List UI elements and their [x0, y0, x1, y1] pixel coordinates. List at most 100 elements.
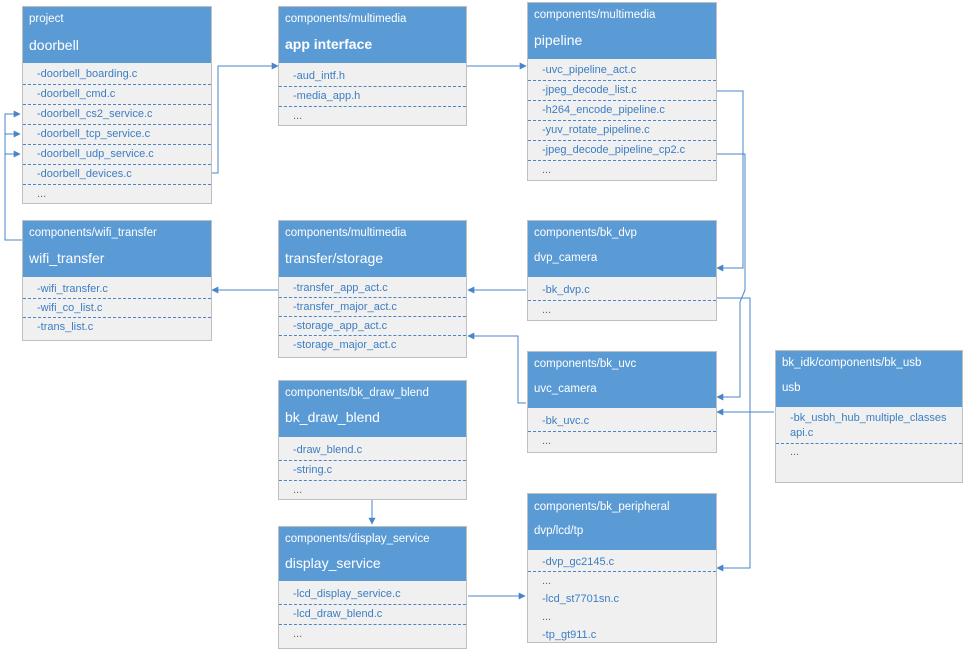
file-item: -uvc_pipeline_act.c [528, 61, 716, 81]
file-item: -doorbell_cs2_service.c [23, 105, 211, 125]
module-path: components/bk_dvp [534, 227, 637, 239]
file-list: -aud_intf.h -media_app.h ... [279, 63, 466, 126]
module-bk-usb: bk_idk/components/bk_usb usb -bk_usbh_hu… [775, 350, 963, 483]
module-bk-peripheral: components/bk_peripheral dvp/lcd/tp -dvp… [527, 493, 717, 643]
file-list: -dvp_gc2145.c ... -lcd_st7701sn.c ... -t… [528, 550, 716, 644]
module-title: usb [782, 382, 801, 394]
file-item: ... [542, 435, 552, 447]
module-path: project [29, 13, 64, 25]
file-item: -transfer_app_act.c [279, 279, 466, 298]
module-wifi-transfer: components/wifi_transfer wifi_transfer -… [22, 220, 212, 341]
file-item: -media_app.h [279, 87, 466, 107]
module-pipeline: components/multimedia pipeline -uvc_pipe… [527, 2, 717, 181]
module-header: components/bk_peripheral dvp/lcd/tp [528, 494, 716, 550]
module-path: components/multimedia [285, 13, 407, 25]
module-title: app interface [285, 36, 373, 52]
module-header: components/display_service display_servi… [279, 527, 466, 581]
file-list: -transfer_app_act.c -transfer_major_act.… [279, 277, 466, 354]
module-header: components/wifi_transfer wifi_transfer [23, 221, 211, 277]
file-item: -wifi_transfer.c [23, 280, 211, 299]
file-item: ... [790, 446, 800, 458]
module-bk-draw-blend: components/bk_draw_blend bk_draw_blend -… [278, 380, 467, 500]
file-item: ... [542, 304, 552, 316]
module-path: components/bk_peripheral [534, 501, 670, 513]
file-list: -bk_dvp.c ... [528, 277, 716, 320]
module-path: components/bk_uvc [534, 358, 637, 370]
module-path: components/display_service [285, 533, 430, 545]
file-item: -string.c [279, 461, 466, 481]
connector-project-to-app-interface [211, 62, 279, 174]
file-item: ... [542, 164, 552, 176]
module-display-service: components/display_service display_servi… [278, 526, 467, 649]
module-title: transfer/storage [285, 250, 384, 266]
connector-uvc-to-transfer [467, 332, 526, 404]
module-header: components/multimedia pipeline [528, 3, 716, 59]
module-title: dvp/lcd/tp [534, 525, 584, 537]
file-item: -transfer_major_act.c [279, 298, 466, 317]
module-header: components/multimedia app interface [279, 7, 466, 63]
connector-pipeline-to-dvp [716, 90, 744, 272]
module-path: components/multimedia [285, 227, 407, 239]
file-item: -trans_list.c [37, 321, 94, 333]
module-title: dvp_camera [534, 252, 598, 264]
module-title: wifi_transfer [29, 250, 105, 266]
file-item: -yuv_rotate_pipeline.c [528, 121, 716, 141]
module-project-doorbell: project doorbell -doorbell_boarding.c -d… [22, 6, 212, 204]
file-item: -storage_major_act.c [293, 339, 397, 351]
file-item: -bk_uvc.c [528, 412, 716, 432]
module-title: pipeline [534, 32, 583, 48]
file-item: -bk_usbh_hub_multiple_classes api.c [776, 410, 962, 444]
module-header: project doorbell [23, 7, 211, 63]
file-item: -lcd_st7701sn.c [542, 593, 620, 605]
file-item: -tp_gt911.c [542, 629, 597, 641]
connector-pipeline-to-uvc [716, 153, 746, 401]
module-transfer-storage: components/multimedia transfer/storage -… [278, 220, 467, 358]
module-path: bk_idk/components/bk_usb [782, 357, 922, 369]
file-item: -doorbell_udp_service.c [23, 145, 211, 165]
connector-wifi-transfer-to-project [4, 113, 22, 241]
file-item: ... [37, 188, 47, 200]
file-item: ... [542, 575, 552, 587]
module-title: uvc_camera [534, 383, 597, 395]
file-item: -doorbell_boarding.c [23, 65, 211, 85]
file-list: -lcd_display_service.c -lcd_draw_blend.c… [279, 581, 466, 644]
file-item: -bk_dvp.c [528, 281, 716, 301]
connector-dvp-to-peripheral [716, 297, 751, 572]
file-item: -h264_encode_pipeline.c [528, 101, 716, 121]
file-list: -bk_usbh_hub_multiple_classes api.c ... [776, 407, 962, 462]
file-item: ... [293, 484, 303, 496]
module-bk-uvc: components/bk_uvc uvc_camera -bk_uvc.c .… [527, 351, 717, 453]
file-item: -dvp_gc2145.c [528, 553, 716, 572]
file-item: -doorbell_tcp_service.c [23, 125, 211, 145]
module-path: components/bk_draw_blend [285, 387, 429, 399]
file-item: -jpeg_decode_pipeline_cp2.c [528, 141, 716, 161]
file-list: -bk_uvc.c ... [528, 408, 716, 451]
module-header: components/bk_draw_blend bk_draw_blend [279, 381, 466, 437]
module-header: bk_idk/components/bk_usb usb [776, 351, 962, 407]
file-item: -storage_app_act.c [279, 317, 466, 336]
file-item: -wifi_co_list.c [23, 299, 211, 318]
file-item: -jpeg_decode_list.c [528, 81, 716, 101]
file-item: -draw_blend.c [279, 441, 466, 461]
module-app-interface: components/multimedia app interface -aud… [278, 6, 467, 126]
module-path: components/multimedia [534, 9, 656, 21]
module-header: components/multimedia transfer/storage [279, 221, 466, 277]
module-header: components/bk_dvp dvp_camera [528, 221, 716, 277]
file-item: ... [542, 611, 552, 623]
module-path: components/wifi_transfer [29, 227, 157, 239]
file-item: -lcd_draw_blend.c [279, 605, 466, 625]
module-title: doorbell [29, 37, 79, 53]
module-title: display_service [285, 555, 381, 571]
file-item: -lcd_display_service.c [279, 585, 466, 605]
file-item: -aud_intf.h [279, 67, 466, 87]
module-bk-dvp: components/bk_dvp dvp_camera -bk_dvp.c .… [527, 220, 717, 321]
module-header: components/bk_uvc uvc_camera [528, 352, 716, 408]
file-item: ... [293, 110, 303, 122]
file-list: -doorbell_boarding.c -doorbell_cmd.c -do… [23, 63, 211, 204]
file-list: -wifi_transfer.c -wifi_co_list.c -trans_… [23, 277, 211, 336]
file-list: -uvc_pipeline_act.c -jpeg_decode_list.c … [528, 59, 716, 180]
file-list: -draw_blend.c -string.c ... [279, 437, 466, 500]
file-item: ... [293, 628, 303, 640]
file-item: -doorbell_devices.c [23, 165, 211, 185]
file-item: -doorbell_cmd.c [23, 85, 211, 105]
